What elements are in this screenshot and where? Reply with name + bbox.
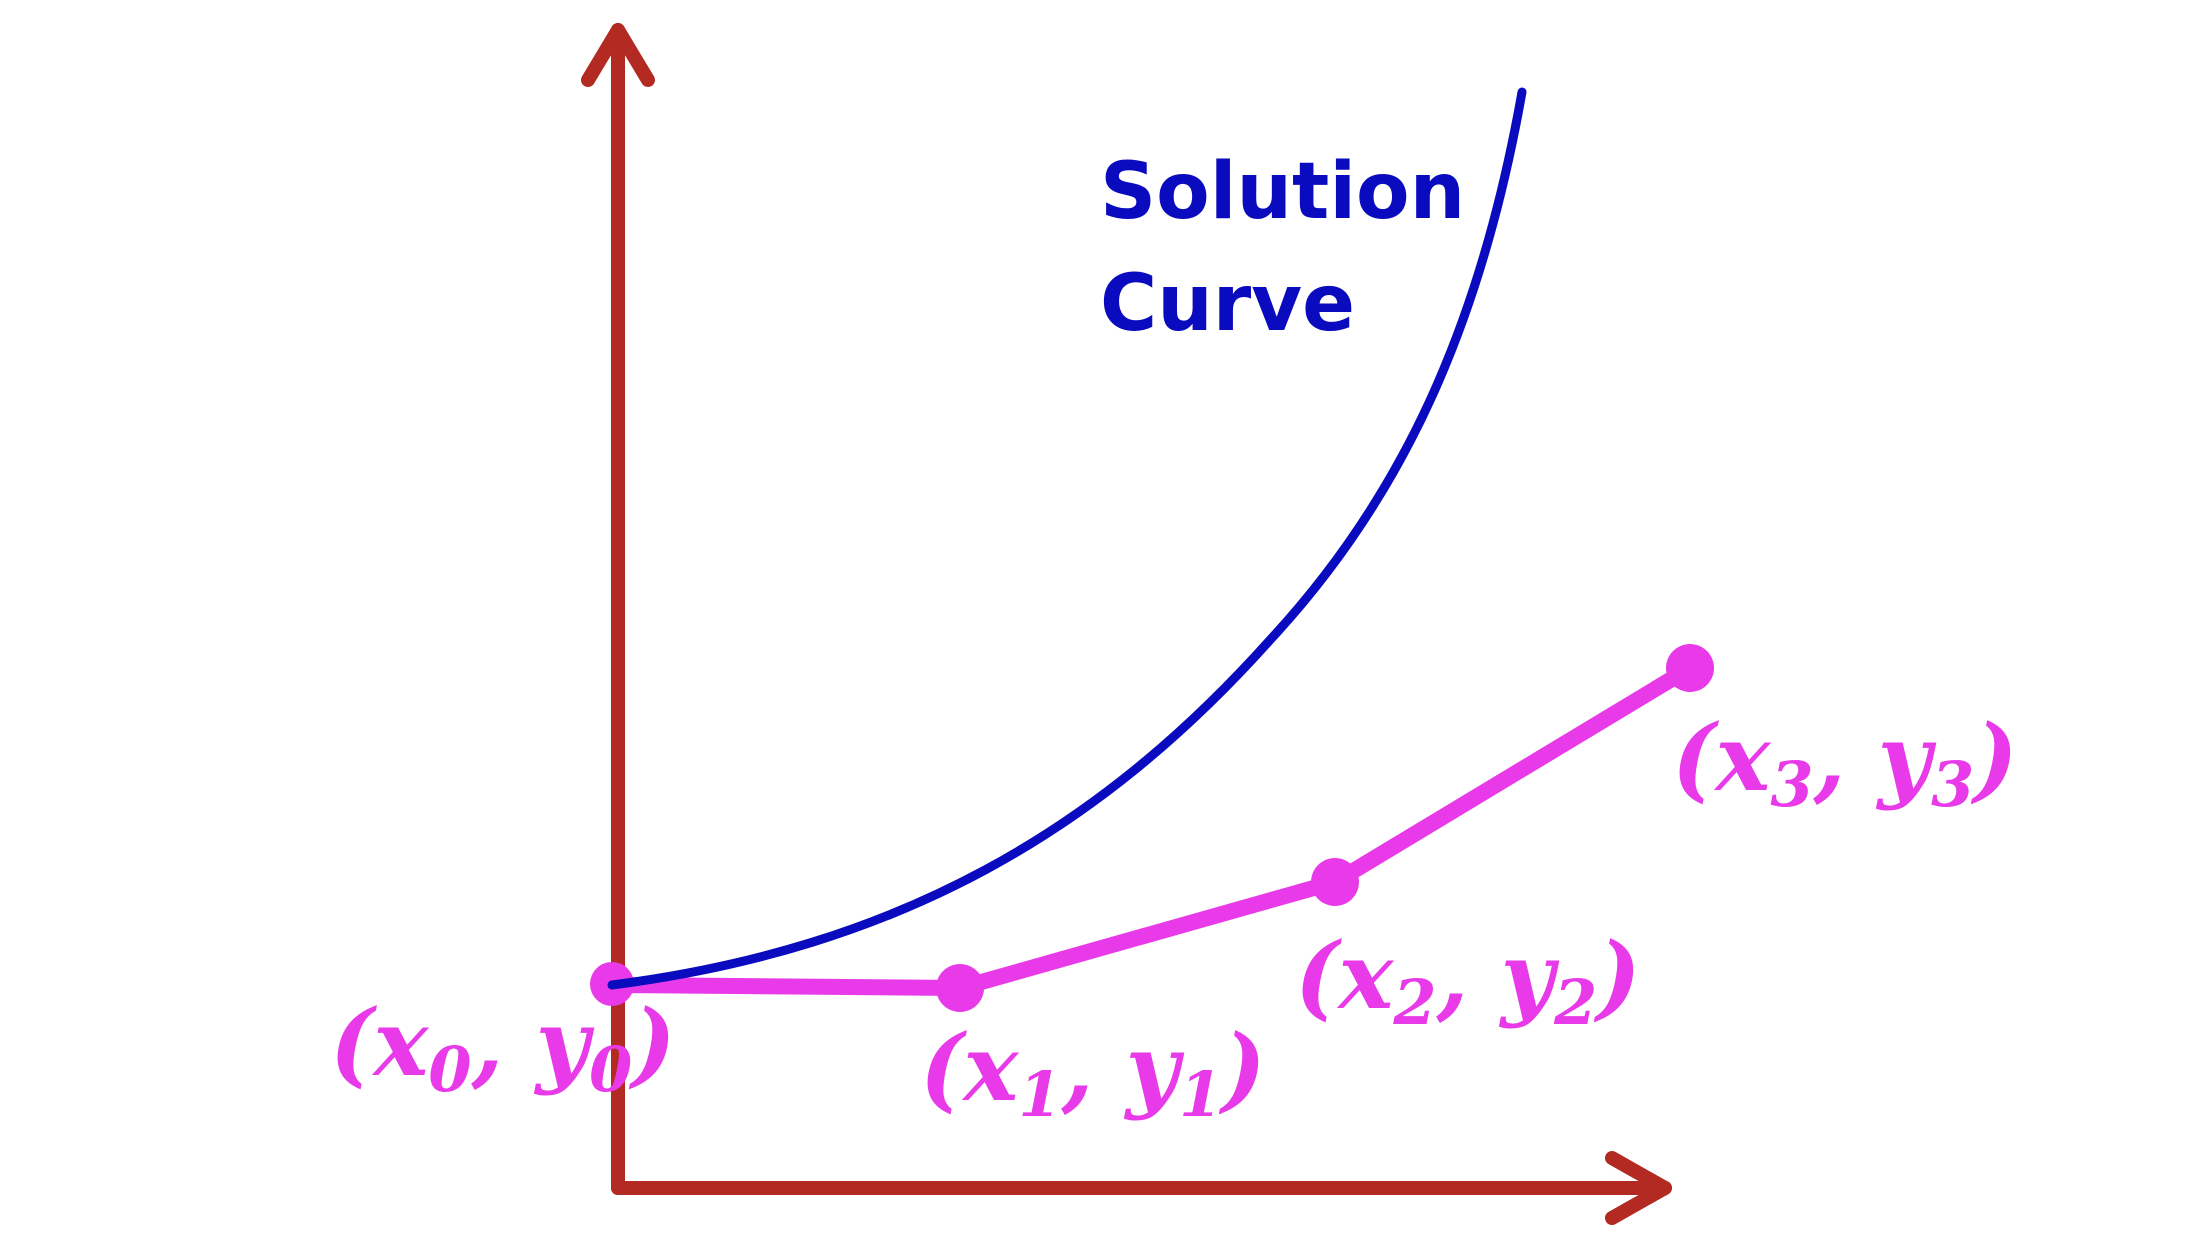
- point-2-label: (x2, y2): [1295, 922, 1641, 1039]
- point-3-marker: [1666, 644, 1714, 692]
- solution-curve: [607, 87, 1527, 990]
- point-2-marker: [1311, 858, 1359, 906]
- euler-path-line: [606, 660, 1698, 996]
- solution-curve-label-line1: Solution: [1100, 147, 1465, 237]
- point-3-label: (x3, y3): [1672, 704, 2018, 821]
- point-1-marker: [936, 964, 984, 1012]
- solution-curve-label-line2: Curve: [1100, 259, 1355, 349]
- point-0-label: (x0, y0): [330, 989, 676, 1106]
- y-axis-arrowhead: [581, 23, 655, 87]
- x-axis-arrowhead: [1605, 1151, 1672, 1225]
- point-1-label: (x1, y1): [920, 1014, 1266, 1131]
